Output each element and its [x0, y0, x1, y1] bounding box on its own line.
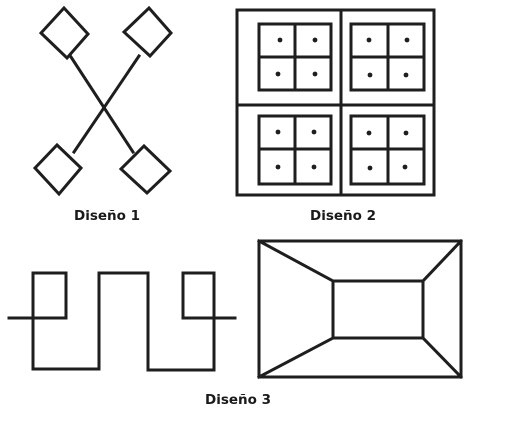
design-4-corner-line-bottom-left [256, 335, 336, 380]
design-2-dot [366, 37, 372, 43]
design-3-square-wave [7, 271, 237, 372]
design-1-caption: Diseño 1 [74, 208, 141, 224]
design-2-outer-frame [235, 8, 436, 197]
design-2-dot [275, 71, 281, 77]
design-1-drawing [32, 5, 174, 197]
design-3-caption: Diseño 3 [205, 392, 272, 408]
design-2-dot [312, 71, 318, 77]
design-3-drawing [7, 271, 237, 372]
design-2-dot [403, 130, 409, 136]
design-2-dot [367, 72, 373, 78]
design-4-drawing [256, 238, 464, 380]
design-2-dot [404, 37, 410, 43]
design-4-corner-line-top-left [256, 238, 336, 284]
design-1-diagonal-a [68, 54, 136, 155]
design-1-diamond-bottom-left [32, 142, 84, 197]
design-2-dot [277, 37, 283, 43]
design-1-diamond-bottom-right [118, 143, 173, 196]
design-1-diamond-top-left [38, 5, 91, 61]
design-2-dot [275, 129, 281, 135]
design-4-corner-line-bottom-right [420, 335, 464, 380]
design-2-dot [403, 72, 409, 78]
design-1-diagonal-b [71, 53, 142, 155]
design-2-dot [366, 130, 372, 136]
design-4-outer-rectangle [257, 239, 463, 379]
design-1-diamond-top-right [121, 5, 174, 59]
design-2-dot [402, 164, 408, 170]
design-2-dot [311, 129, 317, 135]
design-2-dot [275, 164, 281, 170]
design-4-inner-rectangle [331, 279, 425, 340]
design-2-dot [311, 164, 317, 170]
design-2-dot [367, 165, 373, 171]
design-3-right-flag [181, 271, 216, 320]
design-2-dot [312, 37, 318, 43]
design-2-caption: Diseño 2 [310, 208, 377, 224]
design-4-corner-line-top-right [420, 238, 464, 284]
design-3-left-flag [31, 271, 68, 320]
design-2-drawing [235, 8, 436, 197]
